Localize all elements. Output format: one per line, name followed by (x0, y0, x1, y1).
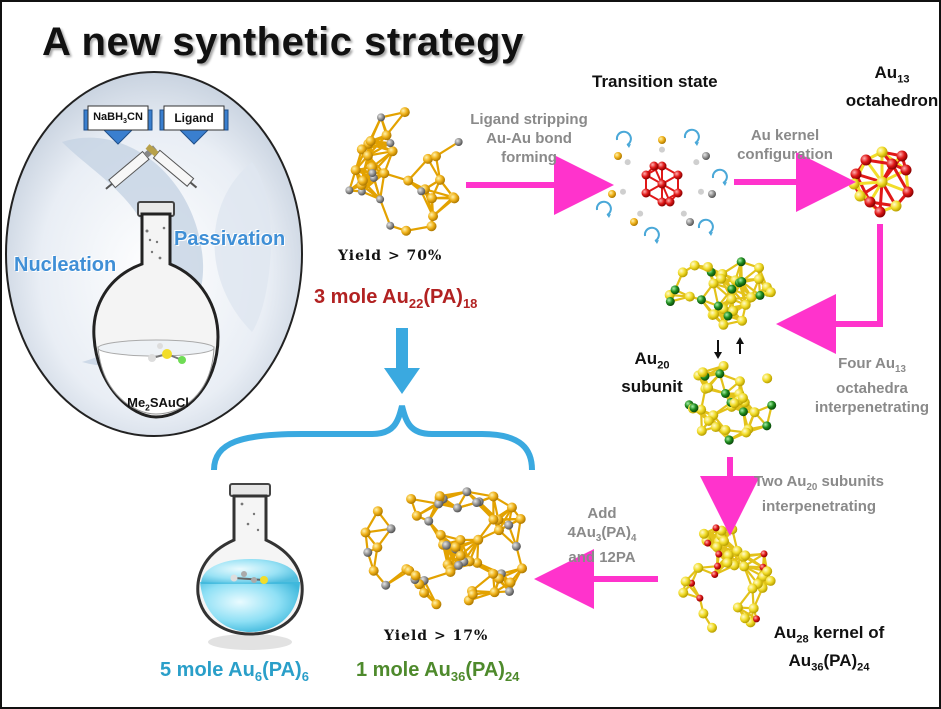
au22-yield: Yield > 70% (338, 248, 443, 264)
au28-label: Au28 kernel of Au36(PA)24 (773, 623, 885, 674)
precursor-label: Me2SAuCl (127, 395, 189, 413)
step-add-ligands: Add 4Au3(PA)4 and 12PA (567, 505, 637, 566)
au20-subunit-top (664, 257, 776, 330)
au13-octahedron (848, 146, 914, 218)
au36-label: 1 mole Au36(PA)24 (356, 659, 520, 684)
au36-yield: Yield > 17% (384, 628, 489, 644)
au22-cluster (345, 107, 463, 236)
step-four-au13: Four Au13 octahedra interpenetrating (814, 355, 930, 416)
transition-state-label: Transition state (592, 72, 718, 91)
au20-label: Au20 subunit (621, 349, 683, 397)
interpenetration-arrows (714, 337, 744, 359)
step-kernel-configuration: Au kernel configuration (737, 127, 833, 163)
transition-state-cluster (595, 128, 728, 244)
au22-label: 3 mole Au22(PA)18 (314, 286, 478, 311)
reagent-nabh3cn-label: NaBH3CN (93, 111, 143, 126)
au6-label: 5 mole Au6(PA)6 (160, 659, 309, 684)
au6-flask (196, 483, 304, 650)
nucleation-label: Nucleation (14, 254, 117, 276)
au13-label: Au13 octahedron (845, 63, 939, 111)
au20-subunit-bottom (684, 360, 777, 445)
split-bracket (211, 328, 535, 471)
step-ligand-stripping: Ligand stripping Au-Au bond forming (470, 111, 588, 166)
au36-cluster (360, 487, 528, 610)
passivation-label: Passivation (174, 228, 286, 250)
pathway-arrows (466, 152, 883, 609)
page-title: A new synthetic strategy (42, 20, 524, 64)
left-panel (5, 71, 303, 437)
reagent-ligand-label: Ligand (174, 111, 214, 125)
au28-kernel (678, 524, 776, 633)
arrow-to-au20 (776, 224, 883, 354)
step-two-au20: Two Au20 subunits interpenetrating (753, 473, 885, 515)
